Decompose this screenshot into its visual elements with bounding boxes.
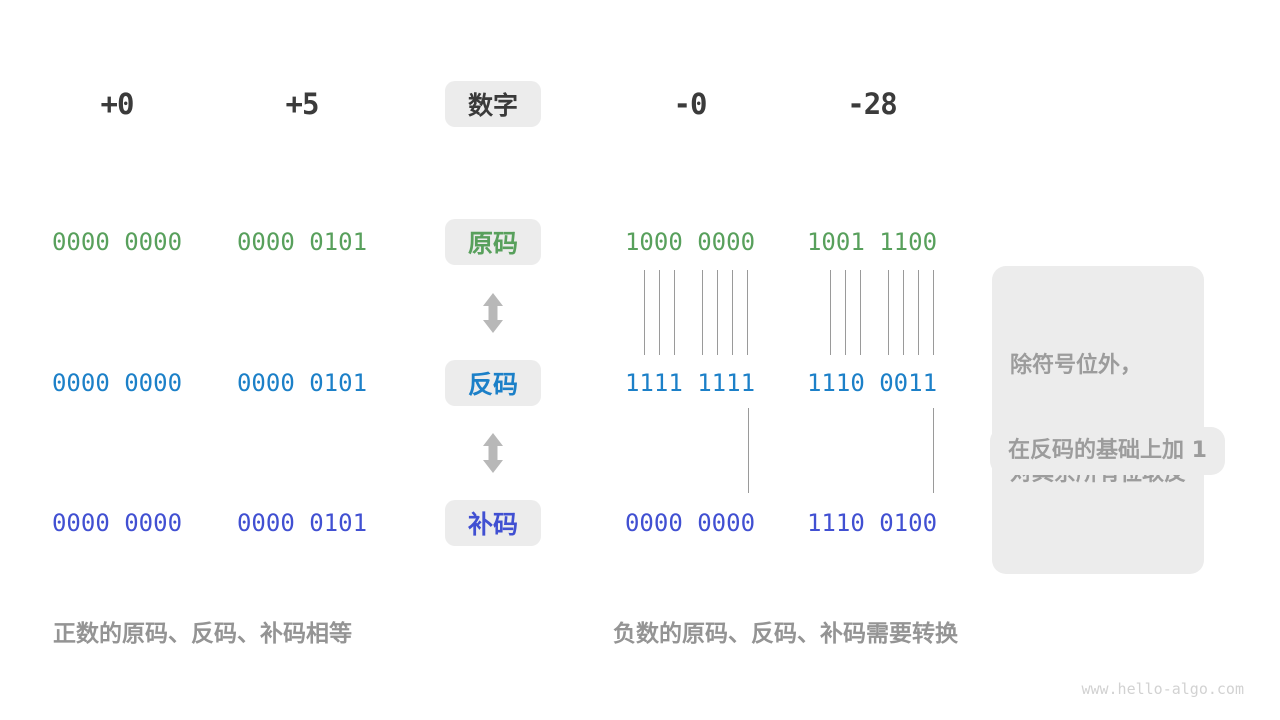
- sign-magnitude-plus5: 0000 0101: [236, 228, 368, 256]
- watermark-url: www.hello-algo.com: [1081, 680, 1244, 698]
- updown-arrow-icon: [483, 433, 503, 473]
- sign-magnitude-minus0: 1000 0000: [624, 228, 756, 256]
- annotation-invert-bits: 除符号位外， 对其余所有位取反: [992, 266, 1205, 574]
- sign-magnitude-plus0: 0000 0000: [51, 228, 183, 256]
- number-plus-5: +5: [285, 87, 320, 121]
- sign-magnitude-label-box: 原码: [445, 219, 541, 265]
- ones-complement-plus5: 0000 0101: [236, 369, 368, 397]
- add-one-connector-minus28: [933, 408, 934, 493]
- twos-complement-plus5: 0000 0101: [236, 509, 368, 537]
- add-one-connector-minus0: [748, 408, 749, 493]
- header-label-box: 数字: [445, 81, 541, 127]
- annotation-invert-line1: 除符号位外，: [1010, 353, 1143, 378]
- number-minus-0: -0: [673, 87, 708, 121]
- caption-positive-numbers: 正数的原码、反码、补码相等: [53, 621, 352, 647]
- number-plus-0: +0: [100, 87, 135, 121]
- ones-complement-label-box: 反码: [445, 360, 541, 406]
- twos-complement-label-box: 补码: [445, 500, 541, 546]
- sign-magnitude-minus28: 1001 1100: [806, 228, 938, 256]
- twos-complement-minus0: 0000 0000: [624, 509, 756, 537]
- annotation-add-one: 在反码的基础上加 1: [990, 427, 1225, 475]
- ones-complement-minus28: 1110 0011: [806, 369, 938, 397]
- bit-connector-lines-minus0: [644, 270, 749, 355]
- caption-negative-numbers: 负数的原码、反码、补码需要转换: [613, 621, 958, 647]
- twos-complement-plus0: 0000 0000: [51, 509, 183, 537]
- updown-arrow-icon: [483, 293, 503, 333]
- bit-connector-lines-minus28: [830, 270, 935, 355]
- twos-complement-minus28: 1110 0100: [806, 509, 938, 537]
- ones-complement-plus0: 0000 0000: [51, 369, 183, 397]
- number-minus-28: -28: [847, 87, 897, 121]
- ones-complement-minus0: 1111 1111: [624, 369, 756, 397]
